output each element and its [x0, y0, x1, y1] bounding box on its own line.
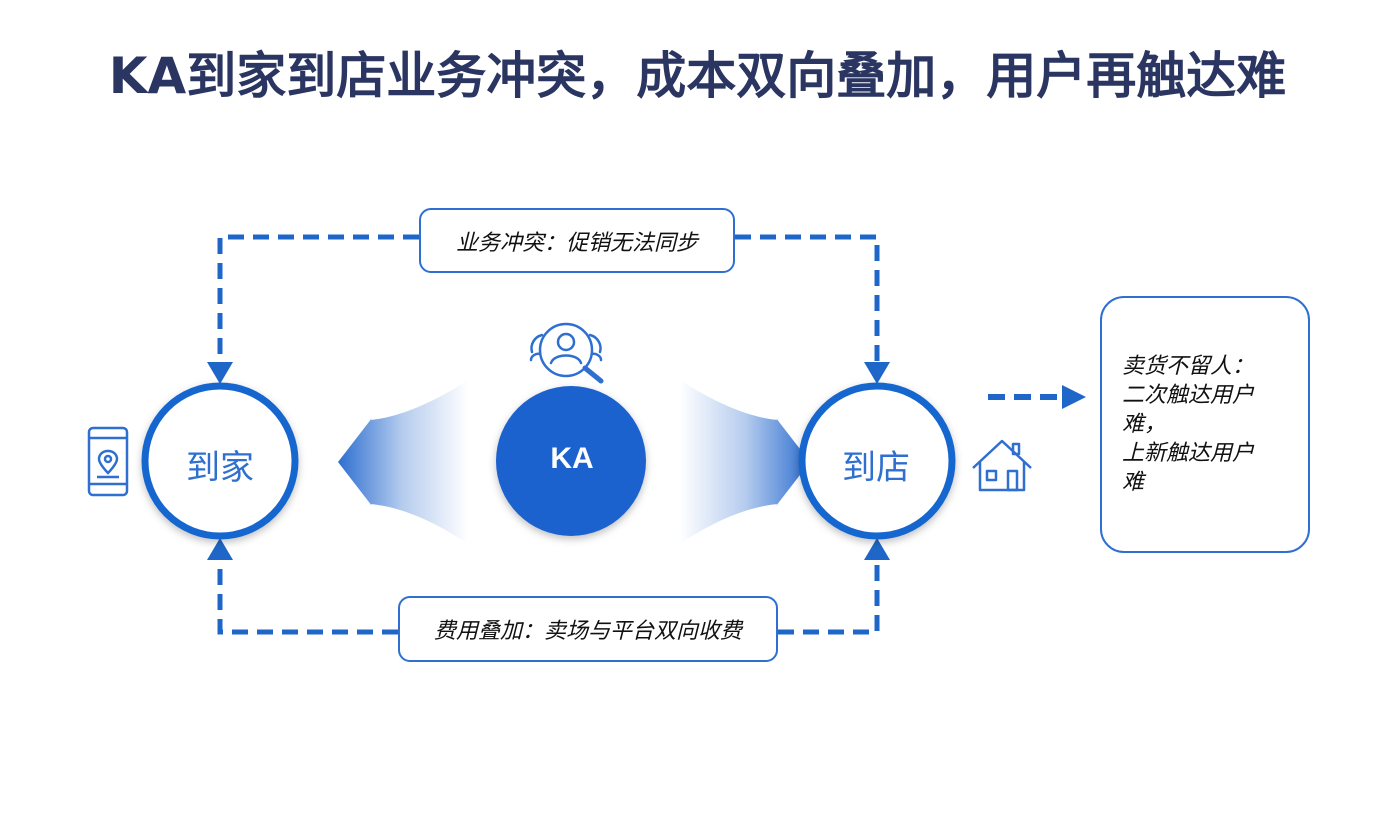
business-conflict-box: 业务冲突：促销无法同步 [419, 208, 735, 273]
bottom-arrowheads [207, 538, 890, 560]
home-node-label: 到家 [186, 448, 254, 488]
store-node-circle [798, 382, 956, 540]
top-arrowheads [207, 362, 890, 384]
user-search-icon [529, 322, 604, 384]
cost-stacking-box: 费用叠加：卖场与平台双向收费 [398, 596, 778, 662]
side-note-text: 卖货不留人： 二次触达用户 难， 上新触达用户 难 [1122, 352, 1254, 497]
note-dashed-arrow [988, 385, 1086, 409]
side-note-box: 卖货不留人： 二次触达用户 难， 上新触达用户 难 [1100, 296, 1310, 553]
cost-stacking-label: 费用叠加：卖场与平台双向收费 [433, 619, 742, 644]
store-node-label: 到店 [842, 448, 910, 488]
side-note-line: 难， [1122, 412, 1167, 437]
bottom-dashed-connector [217, 557, 880, 635]
home-node-circle [141, 382, 299, 540]
top-dashed-connector [217, 234, 880, 364]
side-note-line: 二次触达用户 [1122, 383, 1255, 408]
ka-center-circle [496, 386, 646, 536]
business-conflict-label: 业务冲突：促销无法同步 [455, 230, 698, 256]
ka-center-label: KA [550, 442, 594, 475]
right-gradient-arrow [680, 380, 810, 544]
left-gradient-arrow [338, 380, 468, 544]
side-note-line: 难 [1122, 470, 1145, 495]
side-note-line: 卖货不留人： [1122, 354, 1255, 379]
mobile-location-icon [87, 426, 129, 497]
side-note-line: 上新触达用户 [1122, 441, 1255, 466]
page-title: KA到家到店业务冲突，成本双向叠加，用户再触达难 [108, 47, 1287, 105]
house-icon [972, 439, 1032, 492]
